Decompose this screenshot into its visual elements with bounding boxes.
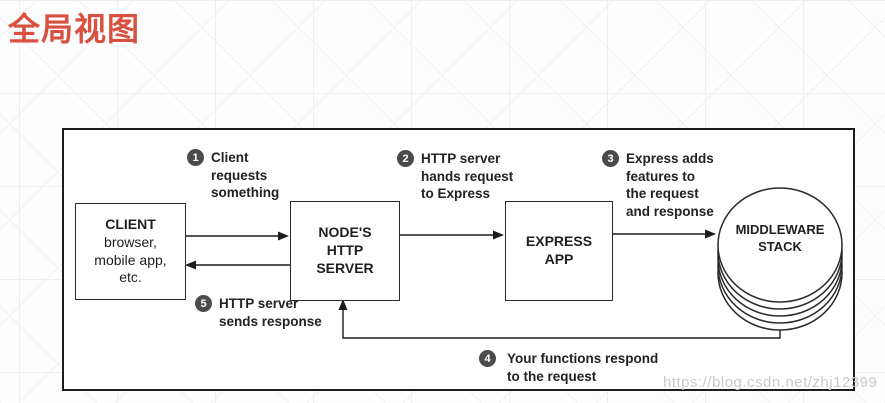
page-title: 全局视图 [8,11,141,47]
step-4-badge: 4 [479,350,496,367]
annotation-5-server-sends-response: 5 HTTP server sends response [195,295,322,330]
annotation-4-text: Your functions respond to the request [507,351,659,384]
client-box: CLIENT browser, mobile app, etc. [75,203,186,300]
middleware-stack-label: MIDDLEWARE STACK [735,222,825,254]
step-2-badge: 2 [397,150,414,167]
annotation-4-functions-respond: 4 Your functions respond to the request [479,350,658,385]
express-app-label: EXPRESS APP [525,233,593,267]
node-http-server-label: NODE'S HTTP SERVER [316,224,374,276]
annotation-5-text: HTTP server sends response [219,296,322,329]
client-box-title: CLIENT [105,215,156,232]
node-http-server-box: NODE'S HTTP SERVER [290,201,400,301]
step-1-badge: 1 [187,149,204,166]
annotation-3-text: Express adds features to the request and… [626,151,714,219]
client-box-subtitle: browser, mobile app, etc. [94,233,167,286]
annotation-2-text: HTTP server hands request to Express [421,151,514,202]
step-5-badge: 5 [195,295,212,312]
annotation-1-client-requests: 1 Client requests something [187,149,279,202]
step-3-badge: 3 [602,150,619,167]
annotation-2-http-hands-request: 2 HTTP server hands request to Express [397,150,513,203]
annotation-3-express-adds-features: 3 Express adds features to the request a… [602,150,714,220]
csdn-watermark: https://blog.csdn.net/zhj12399 [663,374,878,391]
express-app-box: EXPRESS APP [505,201,613,301]
annotation-1-text: Client requests something [211,150,280,201]
